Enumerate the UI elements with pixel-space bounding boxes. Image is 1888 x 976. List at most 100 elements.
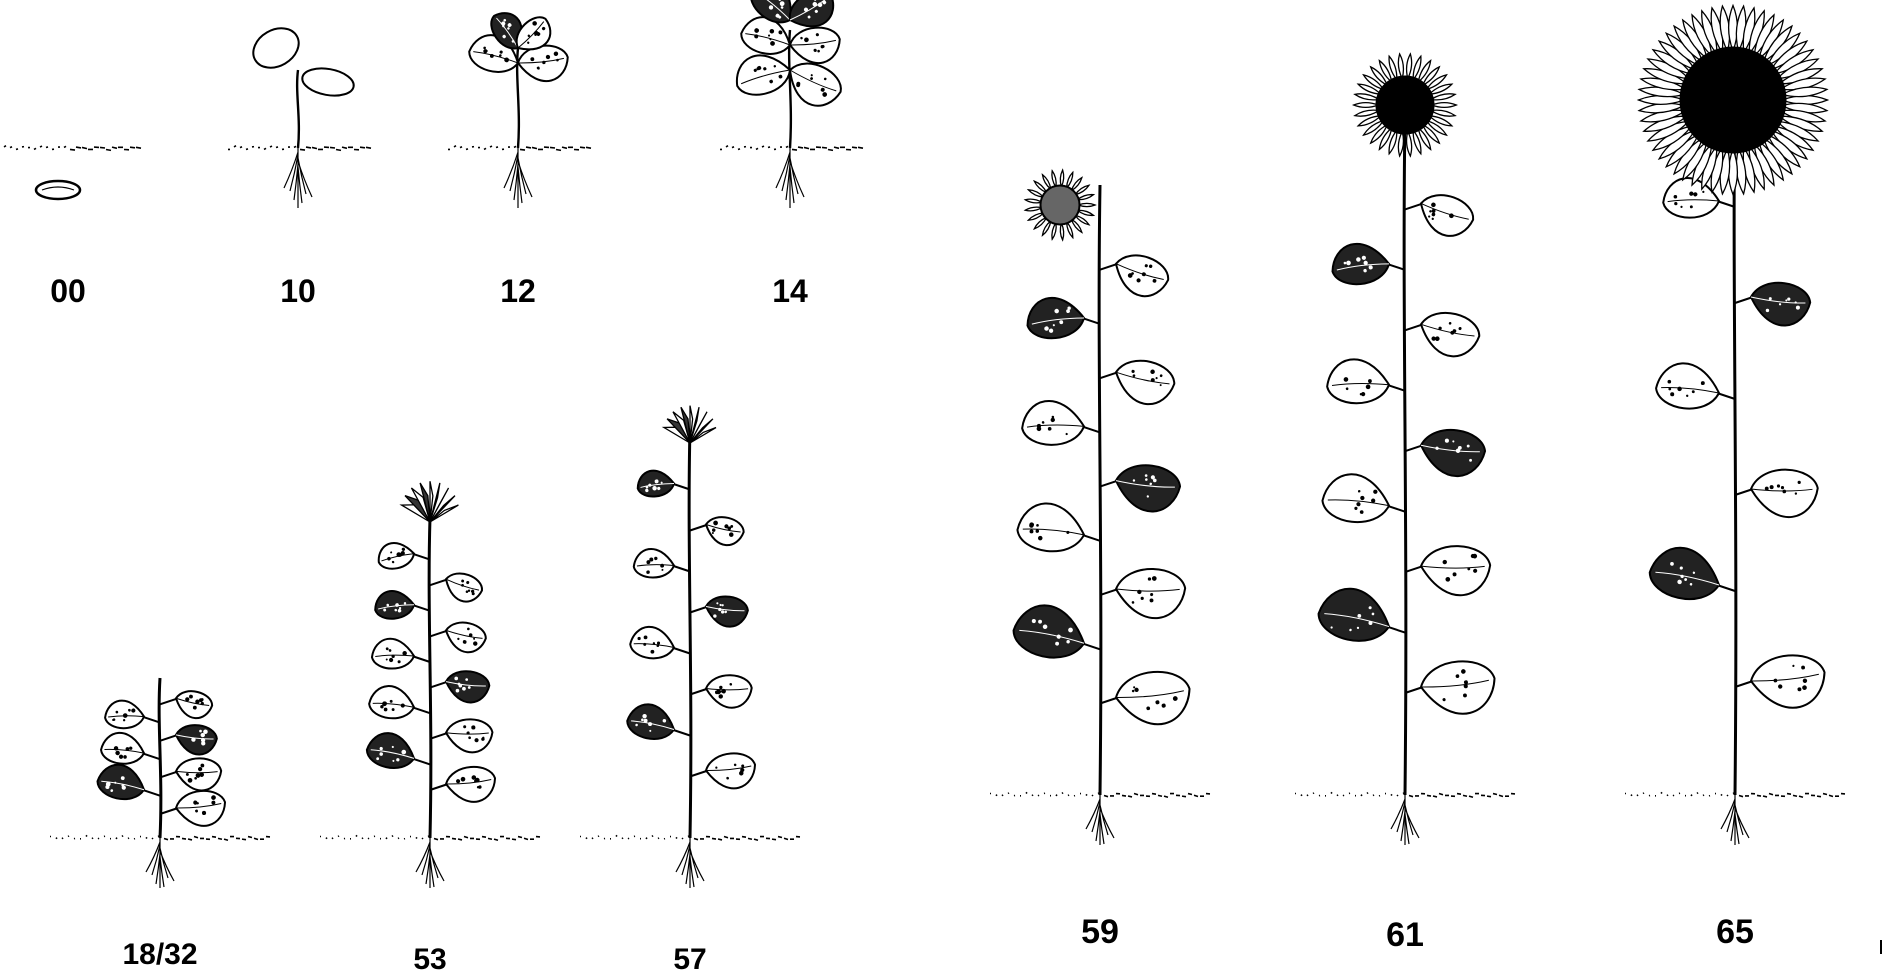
- leaf: [630, 627, 674, 659]
- stage-label-61: 61: [1386, 918, 1424, 952]
- plant-stage-14: [720, 0, 863, 208]
- stage-label-00: 00: [50, 275, 86, 307]
- petiole: [430, 784, 448, 790]
- plant-stage-61: [1295, 54, 1515, 845]
- flower-disc: [1041, 186, 1080, 225]
- flower-head: [1025, 170, 1095, 240]
- leaf-blade: [365, 731, 417, 771]
- petiole: [1387, 627, 1405, 633]
- leaf-blade: [1325, 356, 1390, 405]
- leaf-blade: [1115, 464, 1181, 512]
- roots: [1391, 795, 1419, 845]
- petiole: [690, 689, 708, 695]
- plant-stage-12: [448, 6, 591, 208]
- leaf-blade: [704, 515, 746, 548]
- leaf: [705, 596, 748, 628]
- petal: [1052, 171, 1056, 187]
- plant-stage-10: [228, 20, 371, 208]
- petal: [1432, 103, 1457, 108]
- petal: [1398, 131, 1403, 156]
- petiole: [690, 607, 708, 613]
- petiole: [160, 771, 178, 777]
- leaf: [1647, 544, 1723, 603]
- leaf: [444, 763, 499, 806]
- roots: [676, 838, 704, 888]
- roots: [1086, 795, 1114, 845]
- leaf: [1418, 656, 1500, 721]
- petal: [1398, 54, 1403, 79]
- leaf: [625, 702, 676, 742]
- leaf: [375, 538, 417, 573]
- petiole: [142, 753, 160, 759]
- petal: [1078, 203, 1095, 206]
- soil-line: [448, 146, 591, 151]
- petal: [1052, 223, 1056, 239]
- leaf: [1322, 474, 1389, 523]
- leaf: [704, 515, 746, 548]
- leaf-blade: [1322, 474, 1389, 523]
- leaf-blade: [175, 724, 217, 755]
- petiole: [1735, 489, 1753, 495]
- leaf: [635, 467, 676, 500]
- leaf-blade: [1420, 429, 1486, 477]
- petiole: [1100, 481, 1118, 487]
- leaf: [1316, 585, 1393, 645]
- flower-disc: [1681, 48, 1786, 153]
- stage-label-65: 65: [1716, 915, 1754, 949]
- leaf-blade: [442, 570, 485, 605]
- leaf-blade: [1656, 363, 1720, 409]
- edge-mark: [1880, 940, 1882, 954]
- leaf: [370, 637, 414, 671]
- leaf: [1417, 309, 1482, 359]
- leaf-blade: [1011, 602, 1088, 662]
- petiole: [1735, 297, 1753, 303]
- stage-label-14: 14: [772, 275, 808, 307]
- leaf: [788, 24, 843, 68]
- leaf-blade: [1017, 503, 1084, 552]
- leaf: [445, 671, 490, 704]
- leaf: [1750, 282, 1811, 327]
- leaf-blade: [1113, 666, 1195, 731]
- leaf-blade: [174, 787, 229, 830]
- leaf: [365, 731, 417, 771]
- petiole: [690, 771, 708, 777]
- petiole: [1735, 681, 1753, 687]
- leaf-blade: [370, 637, 414, 671]
- leaf: [705, 674, 753, 710]
- petiole: [160, 735, 178, 741]
- petiole: [430, 733, 448, 739]
- leaf-blade: [625, 702, 676, 742]
- leaf: [1113, 666, 1195, 731]
- plant-stage-59: [990, 170, 1210, 845]
- petal: [1028, 190, 1043, 197]
- stem: [297, 70, 299, 148]
- plant-stage-00: [0, 146, 141, 199]
- leaf: [372, 587, 416, 622]
- leaf-blade: [445, 718, 494, 754]
- leaf: [1110, 250, 1172, 301]
- leaf: [1325, 356, 1390, 405]
- leaf: [442, 570, 485, 605]
- petal: [1060, 223, 1063, 240]
- leaf: [1420, 429, 1486, 477]
- leaf: [101, 733, 145, 765]
- leaf: [1656, 363, 1720, 409]
- leaf: [1748, 650, 1830, 715]
- soil-line: [228, 146, 371, 151]
- stem: [789, 30, 791, 148]
- plant-stage-57: [580, 406, 800, 888]
- roots: [284, 148, 312, 208]
- leaf: [174, 689, 214, 720]
- leaf: [1017, 503, 1084, 552]
- leaf: [1115, 464, 1181, 512]
- petiole: [1405, 687, 1423, 693]
- petiole: [1717, 393, 1735, 399]
- leaf: [174, 787, 229, 830]
- leaf-blade: [730, 46, 795, 102]
- cotyledon: [300, 65, 356, 100]
- roots: [146, 838, 174, 888]
- roots: [776, 148, 804, 208]
- roots: [1721, 795, 1749, 845]
- petal: [1431, 94, 1455, 100]
